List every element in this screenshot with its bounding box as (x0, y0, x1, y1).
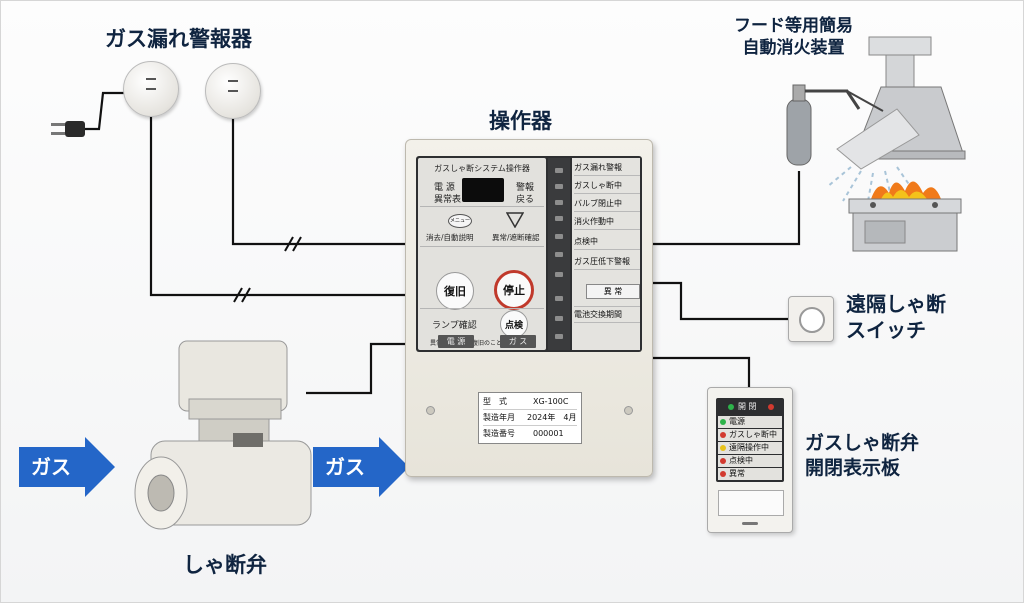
abnormal-indicator: 異 常 (586, 284, 640, 299)
plate-row-date: 製造年月 2024年 4月 (483, 411, 577, 426)
plate-serial-value: 000001 (533, 429, 564, 438)
wire-remote (651, 281, 788, 321)
indicator-panel: 開 閉 電源 ガスしゃ断中 遠隔操作中 点検中 異常 (716, 398, 784, 482)
indicator-row: 電源 (718, 416, 782, 428)
status-row: バルブ閉止中 (574, 196, 640, 212)
screw-icon (624, 406, 633, 415)
lamp-check-text: ランプ確認 (432, 321, 477, 331)
panel-display (462, 178, 504, 202)
indicator-row: 遠隔操作中 (718, 442, 782, 454)
plate-serial-label: 製造番号 (483, 429, 515, 438)
battery-row: 電池交換期間 (574, 306, 640, 323)
gas-out-arrow: ガス (313, 437, 409, 497)
right-caption: 異常/遮断確認 (492, 233, 540, 242)
wire-indicator (651, 356, 751, 387)
remote-label: 遠隔しゃ断 スイッチ (846, 291, 946, 343)
gas-out-text: ガス (325, 455, 365, 479)
panel-power-text: 電 源 (434, 183, 455, 193)
check-button[interactable]: 点検 (500, 310, 528, 338)
plate-row-serial: 製造番号 000001 (483, 427, 577, 441)
valve-indicator-board: 開 閉 電源 ガスしゃ断中 遠隔操作中 点検中 異常 (707, 387, 793, 533)
status-row: 点検中 (574, 234, 640, 250)
panel-title: ガスしゃ断システム操作器 (434, 164, 530, 173)
menu-button[interactable]: メニュー (448, 214, 472, 228)
panel-return-text: 戻る (516, 195, 535, 205)
plate-model-value: XG-100C (533, 397, 569, 406)
status-rows: ガス漏れ警報 ガスしゃ断中 バルブ閉止中 消火作動中 点検中 ガス圧低下警報 異… (572, 158, 640, 350)
indicator-row: 異常 (718, 468, 782, 480)
status-row: 消火作動中 (574, 214, 640, 230)
close-led-icon (768, 404, 774, 410)
panel-abnormal-text: 異常表 (434, 195, 462, 205)
shutoff-valve-drawing (134, 340, 312, 530)
plate-date-label: 製造年月 (483, 413, 515, 422)
status-row: ガス圧低下警報 (574, 254, 640, 270)
screw-icon (426, 406, 435, 415)
remote-shutoff-switch[interactable] (788, 296, 834, 342)
remote-label-line1: 遠隔しゃ断 (846, 292, 946, 316)
wire-hood (651, 171, 801, 246)
remote-switch-button[interactable] (799, 307, 825, 333)
left-caption: 消去/自動説明 (426, 233, 474, 242)
status-row: ガス漏れ警報 (574, 160, 640, 176)
indicator-label-line2: 開閉表示板 (805, 457, 901, 479)
indicator-row: ガスしゃ断中 (718, 429, 782, 441)
indicator-slot (742, 522, 758, 525)
panel-face: ガスしゃ断システム操作器 電 源 異常表 警報 戻る メニュー 消去/自動説明 … (416, 156, 642, 352)
reset-button[interactable]: 復旧 (436, 272, 474, 310)
detector-label: ガス漏れ警報器 (105, 27, 252, 51)
triangle-icon[interactable] (505, 212, 525, 232)
indicator-row: 点検中 (718, 455, 782, 467)
remote-label-line2: スイッチ (846, 318, 926, 342)
plate-row-model: 型 式 XG-100C (483, 395, 577, 410)
hood-label-line1: フード等用簡易 (734, 16, 853, 36)
wire-valve (306, 342, 405, 395)
indicator-label: ガスしゃ断弁 開閉表示板 (805, 431, 919, 481)
plate-date-value: 2024年 4月 (527, 413, 577, 422)
rating-plate: 型 式 XG-100C 製造年月 2024年 4月 製造番号 000001 (478, 392, 582, 444)
gas-in-arrow: ガス (19, 437, 115, 497)
stop-button[interactable]: 停止 (494, 270, 534, 310)
controller-label: 操作器 (489, 109, 552, 133)
control-panel: ガスしゃ断システム操作器 電 源 異常表 警報 戻る メニュー 消去/自動説明 … (405, 139, 653, 477)
indicator-window (718, 490, 784, 516)
panel-control-section: ガスしゃ断システム操作器 電 源 異常表 警報 戻る メニュー 消去/自動説明 … (418, 158, 546, 350)
status-lamp-column (548, 158, 570, 350)
power-cord (85, 91, 131, 131)
gas-in-text: ガス (31, 455, 71, 479)
panel-alarm-text: 警報 (516, 183, 535, 193)
wire-detector2 (231, 119, 405, 246)
valve-label: しゃ断弁 (183, 553, 267, 577)
status-row: ガスしゃ断中 (574, 178, 640, 194)
gas-detector-1 (123, 61, 179, 117)
foot-gas-label: ガ ス (500, 335, 536, 348)
wire-detector1 (149, 117, 405, 297)
gas-detector-2 (205, 63, 261, 119)
indicator-header: 開 閉 (738, 402, 757, 411)
foot-power-label: 電 源 (438, 335, 474, 348)
range-hood-drawing (786, 36, 966, 208)
hood-label: フード等用簡易 自動消火装置 (734, 15, 853, 59)
hood-label-line2: 自動消火装置 (742, 38, 845, 58)
indicator-label-line1: ガスしゃ断弁 (805, 432, 920, 454)
plate-model-label: 型 式 (483, 397, 507, 406)
plug-icon (51, 121, 85, 137)
open-led-icon (728, 404, 734, 410)
stove-drawing (848, 181, 962, 252)
